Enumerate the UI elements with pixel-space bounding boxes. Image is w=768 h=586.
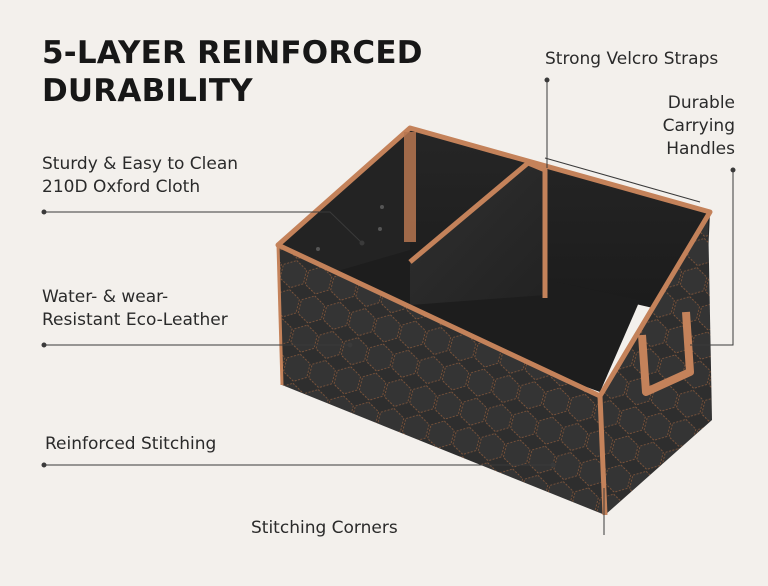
callout-handles-line-2: Carrying (662, 116, 735, 136)
rivet (378, 227, 382, 231)
left-corner-trim (276, 244, 284, 386)
leader-velcro-diag (544, 157, 701, 203)
headline-line-1: 5-LAYER REINFORCED (42, 35, 423, 71)
callout-oxford-line-1: Sturdy & Easy to Clean (42, 154, 239, 174)
leader-stitching-end (550, 462, 556, 468)
callout-oxford-line-2: 210D Oxford Cloth (42, 177, 201, 197)
leader-handles (690, 170, 734, 346)
leader-leather-end (347, 342, 353, 348)
headline-line-2: DURABILITY (42, 73, 253, 109)
callout-corners-text: Stitching Corners (251, 518, 398, 538)
velcro-strap (404, 132, 416, 242)
leader-lines (41, 77, 736, 535)
divider-trim (408, 160, 548, 298)
leader-oxford (44, 211, 363, 244)
leader-oxford-end (359, 240, 365, 246)
center-divider (410, 163, 545, 305)
callout-leather-line-1: Water- & wear- (42, 287, 169, 307)
rim-trim (275, 125, 713, 399)
callout-stitching-text: Reinforced Stitching (45, 434, 217, 454)
leader-velcro-dot (544, 77, 550, 83)
callout-handles-line-3: Handles (666, 139, 735, 159)
callout-handles-line-1: Durable (667, 93, 735, 113)
callout-velcro-text: Strong Velcro Straps (545, 49, 719, 69)
callout-stitching: Reinforced Stitching (45, 433, 216, 456)
left-inner-wall (278, 128, 410, 288)
callout-leather-line-2: Resistant Eco-Leather (42, 310, 228, 330)
leader-oxford-dot (41, 209, 47, 215)
callout-corners: Stitching Corners (251, 517, 398, 540)
rivet (316, 247, 320, 251)
carrying-handle (638, 311, 694, 396)
page-headline: 5-LAYER REINFORCED DURABILITY (42, 34, 423, 110)
callout-oxford: Sturdy & Easy to Clean 210D Oxford Cloth (42, 153, 238, 199)
callout-velcro: Strong Velcro Straps (545, 48, 718, 71)
leader-stitching-dot (41, 462, 47, 468)
right-side-panel (600, 212, 712, 515)
rivet (380, 205, 384, 209)
callout-leather: Water- & wear- Resistant Eco-Leather (42, 286, 228, 332)
interior-floor (300, 250, 640, 392)
leader-handles-dot (730, 167, 736, 173)
back-wall (410, 128, 710, 320)
leader-leather-dot (41, 342, 47, 348)
callout-handles: Durable Carrying Handles (663, 92, 735, 161)
front-panel (278, 245, 605, 515)
